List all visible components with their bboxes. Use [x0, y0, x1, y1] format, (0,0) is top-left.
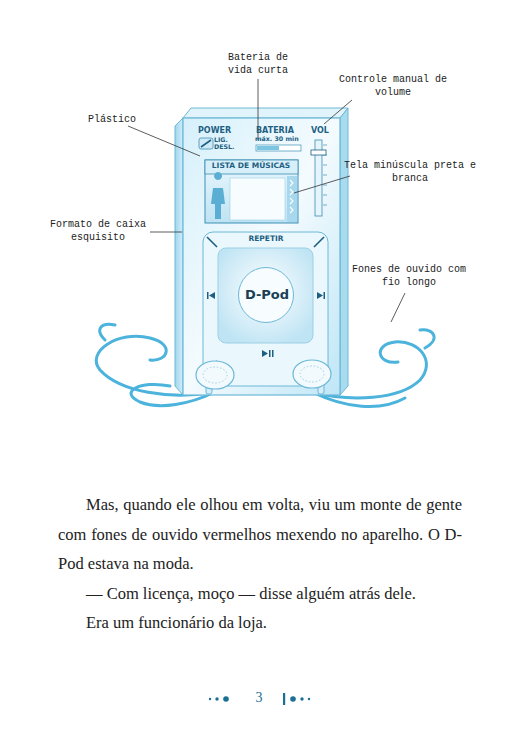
callout-label: Controle manual de volume	[336, 73, 450, 99]
callout-label: Bateria de vida curta	[216, 51, 300, 77]
callout-label: Fones de ouvido com fio longo	[350, 263, 468, 289]
device-text: D-Pod	[245, 287, 289, 303]
device-text: LISTA DE MÚSICAS	[212, 162, 290, 171]
device-text: REPETIR	[248, 235, 283, 244]
paragraph: Era um funcionário da loja.	[58, 608, 462, 638]
player-body: POWER BATERIA VOL REPETIR máx. 30 min LIG. DE…	[183, 118, 340, 395]
device-text: BATERIA	[256, 126, 294, 135]
page-number: 3	[239, 690, 279, 706]
dpod-button: D-Pod	[238, 267, 294, 323]
story-text: Mas, quando ele olhou em volta, viu um m…	[58, 490, 462, 638]
device-text: LIG. DESL.	[214, 136, 234, 151]
callout-label: Plástico	[82, 113, 142, 126]
battery-gauge: máx. 30 min	[255, 135, 303, 151]
device-text: POWER	[198, 126, 231, 135]
power-switch: LIG. DESL.	[214, 135, 238, 153]
callout-label: Tela minúscula preta e branca	[342, 159, 478, 185]
paragraph: — Com licença, moço — disse alguém atrás…	[58, 579, 462, 609]
device-text: máx. 30 min	[255, 135, 299, 142]
callout-label: Formato de caixa esquisito	[48, 218, 148, 244]
screen: LISTA DE MÚSICAS	[205, 160, 298, 174]
paragraph: Mas, quando ele olhou em volta, viu um m…	[58, 490, 462, 579]
device-text: VOL	[311, 126, 329, 135]
